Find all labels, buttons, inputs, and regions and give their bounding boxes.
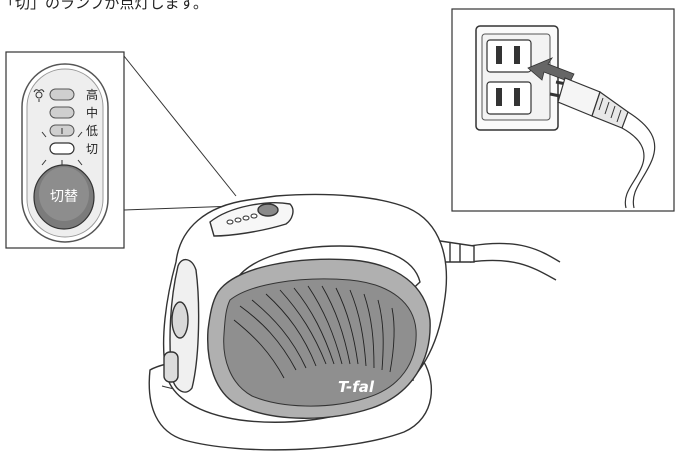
side-latch <box>164 352 178 382</box>
lamp-off-lit <box>50 143 74 154</box>
wall-outlet <box>476 26 558 130</box>
top-select-button <box>258 204 278 216</box>
level-label-low: 低 <box>86 124 98 138</box>
device-cord <box>470 243 560 280</box>
select-button[interactable]: 切替 <box>34 165 94 229</box>
select-button-label: 切替 <box>50 189 78 205</box>
lamp-mid <box>50 107 74 118</box>
steamer-device: T-fal <box>149 195 560 450</box>
zoom-panel: 高 中 低 切 <box>6 52 124 248</box>
caption-text: 「切」のランプが点灯します。 <box>0 0 208 13</box>
front-plate-inner <box>224 279 416 406</box>
level-label-mid: 中 <box>86 105 98 120</box>
lamp-high <box>50 89 74 100</box>
side-emblem <box>172 302 188 338</box>
level-label-off: 切 <box>86 142 98 156</box>
outlet-panel <box>452 9 674 211</box>
callout-lines <box>124 56 236 210</box>
level-label-high: 高 <box>86 87 98 102</box>
brand-logo: T-fal <box>338 378 375 396</box>
